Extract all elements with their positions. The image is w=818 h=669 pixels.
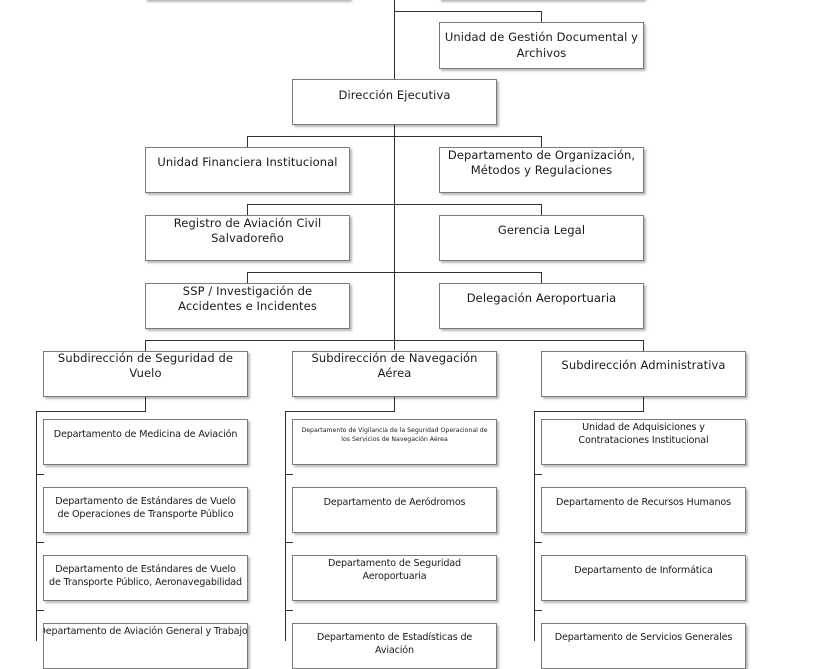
connector-sub-left bbox=[145, 340, 146, 351]
col1-bar bbox=[36, 411, 146, 412]
dept-estandares-aeronavegabilidad-box: Departamento de Estándares de Vuelo de T… bbox=[43, 555, 248, 601]
registro-aviacion-label: Registro de Aviación Civil Salvadoreño bbox=[173, 215, 322, 245]
dept-estadisticas-aviacion-label: Departamento de Estadísticas de Aviación bbox=[316, 632, 473, 656]
dept-aviacion-general-box: Departamento de Aviación General y Traba… bbox=[43, 623, 248, 669]
connector-row1-right bbox=[541, 136, 542, 147]
subdireccion-seguridad-vuelo-box: Subdirección de Seguridad de Vuelo bbox=[43, 351, 248, 397]
connector-sub-right bbox=[643, 340, 644, 351]
connector-subdirecciones bbox=[145, 340, 644, 341]
ssp-investigacion-box: SSP / Investigación de Accidentes e Inci… bbox=[145, 283, 350, 329]
dept-vigilancia-seguridad-box: Departamento de Vigilancia de la Segurid… bbox=[292, 419, 497, 465]
col3-spine bbox=[534, 411, 535, 641]
direccion-ejecutiva-box: Dirección Ejecutiva bbox=[292, 79, 497, 125]
connector-row3 bbox=[247, 272, 542, 273]
subdireccion-navegacion-label: Subdirección de Navegación Aérea bbox=[311, 351, 478, 380]
connector-top-drop bbox=[541, 11, 542, 22]
col2-bar bbox=[285, 411, 395, 412]
col1-drop bbox=[145, 397, 146, 411]
gerencia-legal-label: Gerencia Legal bbox=[497, 223, 586, 238]
col2-tick-2 bbox=[285, 542, 293, 543]
dept-servicios-generales-label: Departamento de Servicios Generales bbox=[554, 632, 733, 643]
col1-tick-3 bbox=[36, 610, 44, 611]
col2-drop bbox=[394, 397, 395, 411]
unidad-gestion-documental-box: Unidad de Gestión Documental y Archivos bbox=[439, 22, 644, 69]
col1-tick-2 bbox=[36, 542, 44, 543]
subdireccion-navegacion-box: Subdirección de Navegación Aérea bbox=[292, 351, 497, 397]
unidad-gestion-documental-label: Unidad de Gestión Documental y Archivos bbox=[444, 30, 639, 60]
col2-spine bbox=[285, 411, 286, 641]
connector-row1 bbox=[247, 136, 542, 137]
dept-seguridad-aeroportuaria-label: Departamento de Seguridad Aeroportuaria bbox=[328, 558, 461, 582]
connector-row1-left bbox=[247, 136, 248, 147]
dept-medicina-aviacion-box: Departamento de Medicina de Aviación bbox=[43, 419, 248, 465]
col1-tick-1 bbox=[36, 474, 44, 475]
col2-tick-3 bbox=[285, 610, 293, 611]
gerencia-legal-box: Gerencia Legal bbox=[439, 215, 644, 261]
dept-estandares-aeronavegabilidad-label: Departamento de Estándares de Vuelo de T… bbox=[49, 564, 242, 588]
connector-row2-left bbox=[247, 204, 248, 215]
subdireccion-seguridad-vuelo-label: Subdirección de Seguridad de Vuelo bbox=[57, 351, 234, 380]
departamento-organizacion-box: Departamento de Organización, Métodos y … bbox=[439, 147, 644, 193]
delegacion-aeroportuaria-label: Delegación Aeroportuaria bbox=[466, 291, 617, 306]
direccion-ejecutiva-label: Dirección Ejecutiva bbox=[338, 88, 451, 103]
subdireccion-administrativa-label: Subdirección Administrativa bbox=[561, 358, 726, 373]
org-chart: Unidad de Gestión Documental y Archivos … bbox=[36, 0, 746, 669]
unidad-financiera-box: Unidad Financiera Institucional bbox=[145, 147, 350, 193]
col2-tick-1 bbox=[285, 474, 293, 475]
dept-recursos-humanos-label: Departamento de Recursos Humanos bbox=[556, 496, 731, 508]
delegacion-aeroportuaria-box: Delegación Aeroportuaria bbox=[439, 283, 644, 329]
dept-servicios-generales-box: Departamento de Servicios Generales bbox=[541, 623, 746, 669]
registro-aviacion-box: Registro de Aviación Civil Salvadoreño bbox=[145, 215, 350, 261]
dept-aerodromos-box: Departamento de Aeródromos bbox=[292, 487, 497, 533]
dept-estandares-operaciones-label: Departamento de Estándares de Vuelo de O… bbox=[55, 496, 236, 520]
dept-aerodromos-label: Departamento de Aeródromos bbox=[323, 496, 466, 508]
col3-tick-3 bbox=[534, 610, 542, 611]
connector-row2 bbox=[247, 204, 542, 205]
dept-informatica-box: Departamento de Informática bbox=[541, 555, 746, 601]
connector-row2-right bbox=[541, 204, 542, 215]
col3-bar bbox=[534, 411, 644, 412]
dept-medicina-aviacion-label: Departamento de Medicina de Aviación bbox=[53, 428, 238, 440]
unidad-adquisiciones-label: Unidad de Adquisiciones y Contrataciones… bbox=[578, 422, 709, 446]
dept-vigilancia-seguridad-label: Departamento de Vigilancia de la Segurid… bbox=[301, 427, 488, 443]
departamento-organizacion-label: Departamento de Organización, Métodos y … bbox=[447, 147, 636, 177]
col3-tick-1 bbox=[534, 474, 542, 475]
dept-recursos-humanos-box: Departamento de Recursos Humanos bbox=[541, 487, 746, 533]
dept-seguridad-aeroportuaria-box: Departamento de Seguridad Aeroportuaria bbox=[292, 555, 497, 601]
connector-top bbox=[394, 11, 541, 12]
connector-row3-left bbox=[247, 272, 248, 283]
connector-row3-right bbox=[541, 272, 542, 283]
main-trunk-line bbox=[394, 0, 395, 350]
col3-tick-2 bbox=[534, 542, 542, 543]
col3-drop bbox=[643, 397, 644, 411]
ssp-investigacion-label: SSP / Investigación de Accidentes e Inci… bbox=[178, 283, 317, 313]
dept-estandares-operaciones-box: Departamento de Estándares de Vuelo de O… bbox=[43, 487, 248, 533]
unidad-financiera-label: Unidad Financiera Institucional bbox=[157, 155, 338, 170]
dept-estadisticas-aviacion-box: Departamento de Estadísticas de Aviación bbox=[292, 623, 497, 669]
col1-spine bbox=[36, 411, 37, 641]
subdireccion-administrativa-box: Subdirección Administrativa bbox=[541, 351, 746, 397]
dept-informatica-label: Departamento de Informática bbox=[574, 564, 713, 576]
dept-aviacion-general-label: Departamento de Aviación General y Traba… bbox=[43, 626, 248, 637]
unidad-adquisiciones-box: Unidad de Adquisiciones y Contrataciones… bbox=[541, 419, 746, 465]
